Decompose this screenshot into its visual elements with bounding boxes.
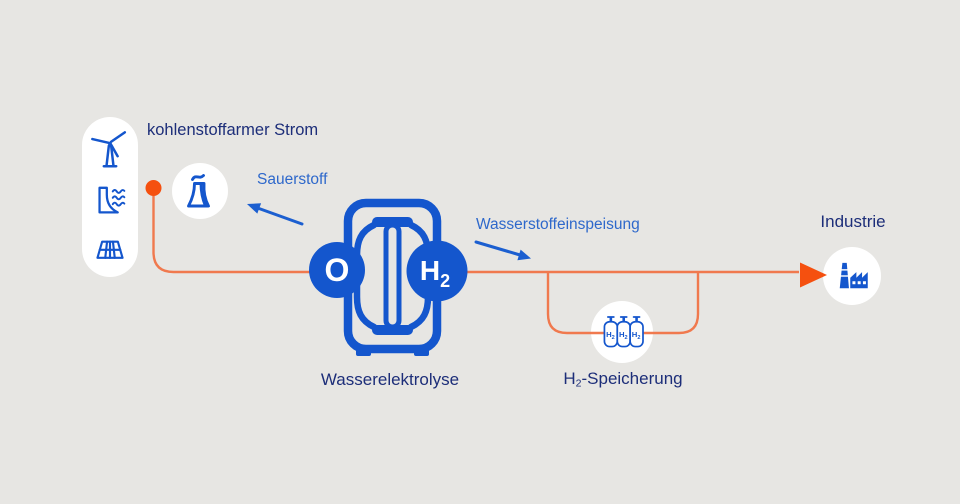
oxygen-arrow-line xyxy=(257,207,304,226)
oxygen-label: Sauerstoff xyxy=(257,171,328,188)
source-connection-dot xyxy=(145,180,162,196)
cylinder-3-label: H2 xyxy=(632,330,641,341)
hydrogen-arrow-line xyxy=(474,240,522,257)
industry-label: Industrie xyxy=(820,212,886,231)
cylinder-2-label: H2 xyxy=(619,330,628,341)
oxygen-bubble xyxy=(309,242,365,298)
hydrogen-bubble xyxy=(406,240,468,302)
source-to-electrolyzer-line xyxy=(152,196,313,274)
orange-flow xyxy=(145,180,827,335)
wind-turbine-icon xyxy=(91,130,127,168)
low-carbon-sources-pill xyxy=(82,117,138,277)
factory-icon xyxy=(839,262,868,289)
industry-circle xyxy=(823,247,881,305)
blue-arrows xyxy=(247,203,531,261)
electrolyzer-icon: O H2 xyxy=(309,198,468,356)
hydrogen-arrowhead xyxy=(517,249,531,261)
oxygen-arrowhead xyxy=(247,203,262,214)
h2-storage-label: H2-Speicherung xyxy=(563,369,683,390)
nuclear-cooling-tower-icon xyxy=(187,174,210,208)
hydrogen-feed-in-label: Wasserstoffeinspeisung xyxy=(476,216,640,233)
cooling-tower-circle xyxy=(172,163,228,219)
low-carbon-power-label: kohlenstoffarmer Strom xyxy=(147,121,319,139)
electrolysis-label: Wasserelektrolyse xyxy=(320,370,460,389)
oxygen-symbol: O xyxy=(325,252,350,288)
h2-cylinders-icon: H2 H2 H2 xyxy=(603,316,644,348)
solar-panel-icon xyxy=(96,240,124,260)
electrolyzer-outputs: O H2 xyxy=(309,240,468,302)
hydrogen-symbol: H2 xyxy=(420,255,450,291)
hydro-dam-icon xyxy=(98,186,126,214)
cylinder-1-label: H2 xyxy=(606,330,615,341)
industry-arrowhead xyxy=(800,262,827,288)
